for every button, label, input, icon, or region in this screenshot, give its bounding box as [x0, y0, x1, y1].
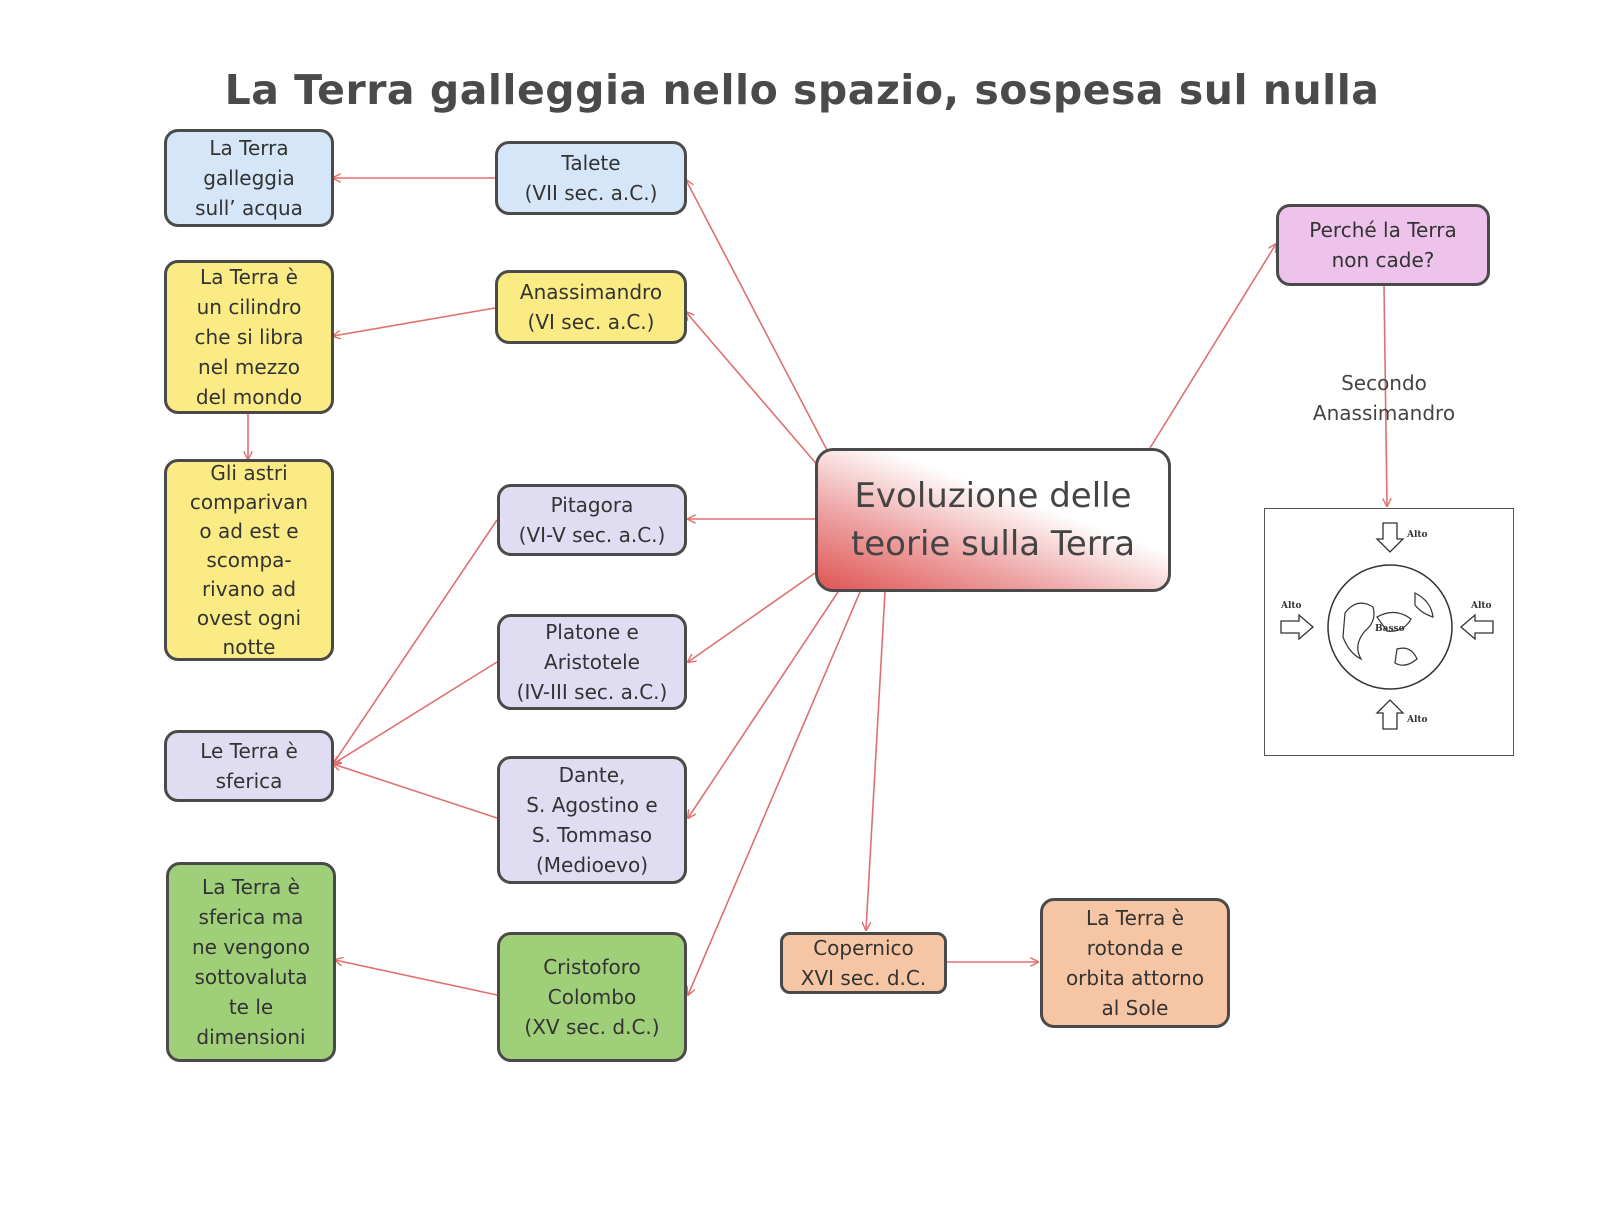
arrow-center-to-perche	[1149, 244, 1276, 449]
node-talete-idea: La Terra galleggia sull’ acqua	[164, 129, 334, 227]
node-sferica-idea: Le Terra è sferica	[164, 730, 334, 802]
node-dante: Dante, S. Agostino e S. Tommaso (Medioev…	[497, 756, 687, 884]
globe-label-bottom: Alto	[1406, 715, 1428, 725]
arrow-center-to-colombo	[688, 591, 861, 995]
arrow-right-icon	[1460, 613, 1494, 641]
globe-label-right: Alto	[1470, 601, 1492, 611]
globe-illustration: Alto Alto Alto Alto Basso	[1264, 508, 1514, 756]
arrow-colombo-to-idea	[335, 960, 498, 996]
arrow-center-to-dante	[688, 591, 839, 818]
globe-label-center: Basso	[1375, 624, 1405, 634]
arrow-dante-to-sferica	[333, 764, 498, 819]
node-colombo-idea: La Terra è sferica ma ne vengono sottova…	[166, 862, 336, 1062]
arrow-bottom-icon	[1375, 699, 1405, 730]
node-anassimandro: Anassimandro (VI sec. a.C.)	[495, 270, 687, 344]
edge-label-secondo-anassimandro: Secondo Anassimandro	[1312, 371, 1456, 425]
node-anassimandro-idea: La Terra è un cilindro che si libra nel …	[164, 260, 334, 414]
arrow-top-icon	[1375, 522, 1405, 553]
arrow-center-to-anassimandro	[686, 312, 821, 469]
globe-figure: Alto Alto Alto Alto Basso	[1280, 522, 1494, 730]
node-platone: Platone e Aristotele (IV-III sec. a.C.)	[497, 614, 687, 710]
arrow-center-to-copernico	[866, 591, 886, 930]
arrow-anassimandro-to-idea	[333, 307, 496, 336]
arrow-left-icon	[1280, 613, 1314, 641]
continents-shape	[1342, 592, 1434, 666]
arrow-center-to-talete	[686, 180, 829, 453]
arrow-perche-to-globe	[1384, 284, 1387, 506]
node-copernico-idea: La Terra è rotonda e orbita attorno al S…	[1040, 898, 1230, 1028]
node-colombo: Cristoforo Colombo (XV sec. d.C.)	[497, 932, 687, 1062]
arrow-platone-to-sferica	[333, 661, 498, 764]
diagram-title: La Terra galleggia nello spazio, sospesa…	[224, 66, 1380, 114]
node-pitagora: Pitagora (VI-V sec. a.C.)	[497, 484, 687, 556]
node-astri-idea: Gli astri comparivan o ad est e scompa- …	[164, 459, 334, 661]
node-copernico: Copernico XVI sec. d.C.	[780, 932, 947, 994]
node-perche: Perché la Terra non cade?	[1276, 204, 1490, 286]
globe-label-left: Alto	[1280, 601, 1302, 611]
arrow-center-to-platone	[688, 572, 816, 662]
central-node: Evoluzione delle teorie sulla Terra	[815, 448, 1171, 592]
arrow-pitagora-to-sferica	[333, 519, 498, 764]
node-talete: Talete (VII sec. a.C.)	[495, 141, 687, 215]
globe-label-top: Alto	[1406, 530, 1428, 540]
